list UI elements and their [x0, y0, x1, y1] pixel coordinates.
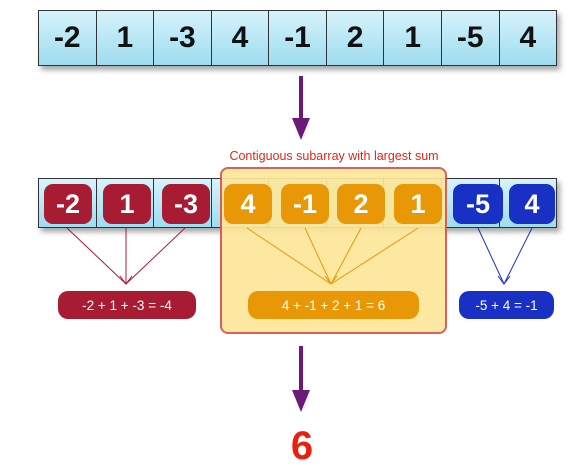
input-array: -2 1 -3 4 -1 2 1 -5 4	[38, 10, 558, 66]
array-cell: 1	[383, 10, 442, 66]
value-pill: 4	[224, 184, 272, 224]
array-cell: 4	[498, 10, 558, 66]
value-pill: -3	[162, 184, 210, 224]
value-pill: 1	[103, 184, 151, 224]
red-converge-lines	[66, 227, 186, 285]
down-arrow-icon	[292, 76, 310, 140]
value-pill: 2	[337, 184, 385, 224]
orange-converge-lines	[246, 227, 419, 285]
array-cell: 2	[325, 10, 385, 66]
sum-label-middle: 4 + -1 + 2 + 1 = 6	[248, 291, 419, 319]
array-cell: -2	[38, 10, 97, 66]
sum-label-left: -2 + 1 + -3 = -4	[58, 291, 196, 319]
sum-label-right: -5 + 4 = -1	[459, 291, 554, 319]
value-pill: -2	[44, 184, 92, 224]
array-cell: -3	[153, 10, 212, 66]
blue-converge-lines	[477, 227, 533, 285]
down-arrow-icon	[292, 346, 310, 412]
value-pill: 1	[394, 184, 442, 224]
array-cell: 4	[210, 10, 270, 66]
max-sum-result: 6	[290, 424, 314, 468]
highlight-label: Contiguous subarray with largest sum	[229, 149, 439, 163]
array-cell: 1	[95, 10, 155, 66]
value-pill: 4	[509, 184, 555, 224]
value-pill: -5	[453, 184, 503, 224]
value-pill: -1	[281, 184, 329, 224]
